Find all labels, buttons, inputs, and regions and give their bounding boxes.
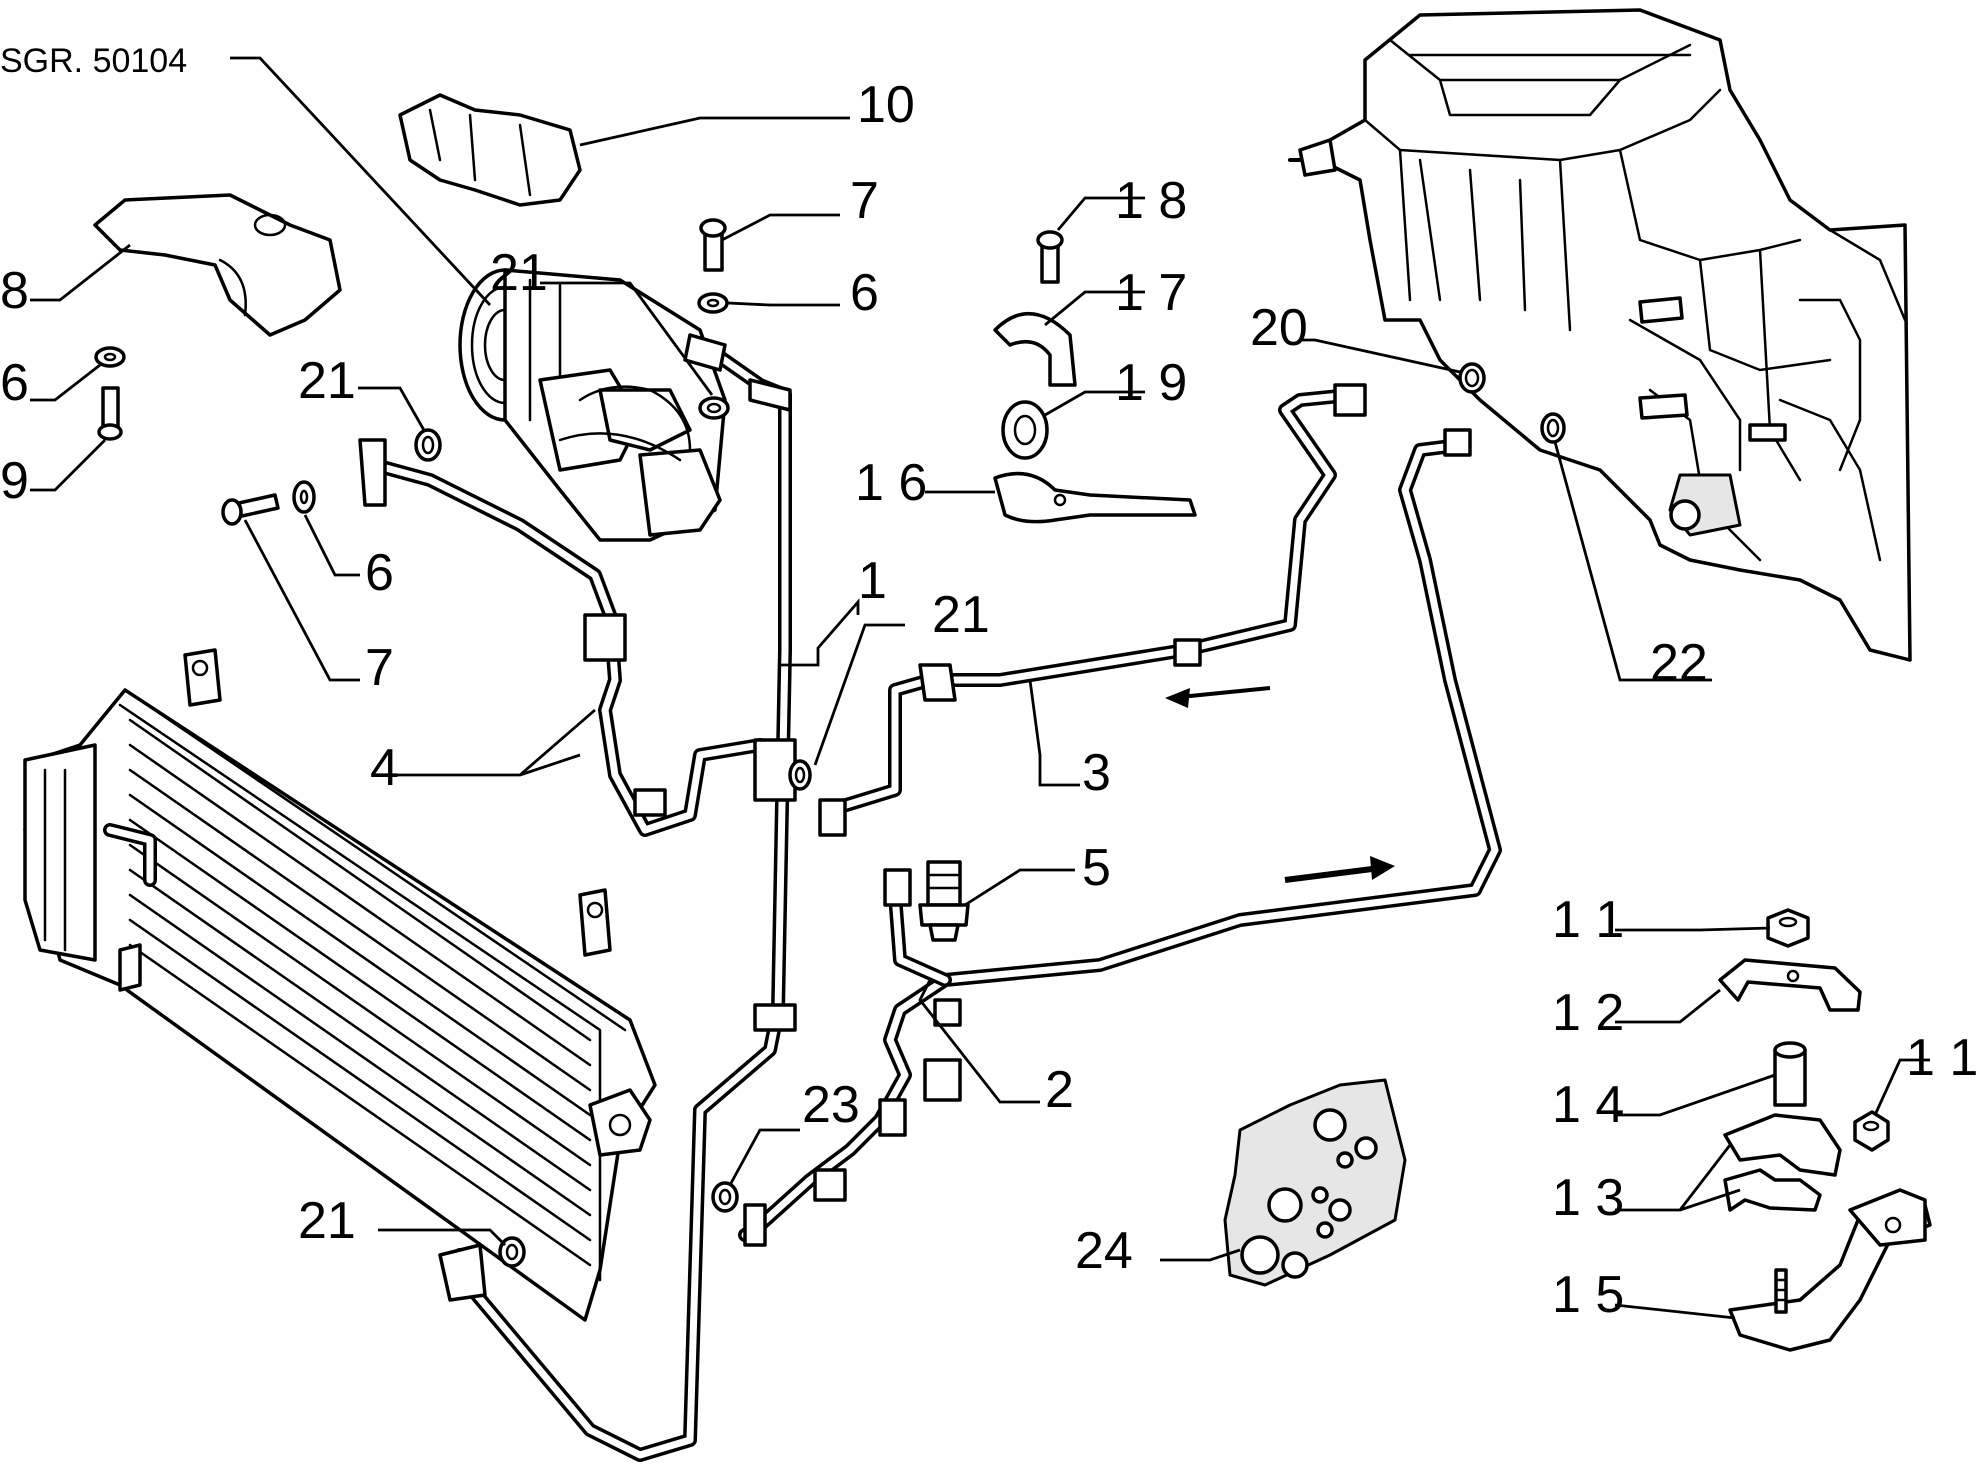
- callout-12: 1 2: [1552, 984, 1624, 1042]
- callout-14: 1 4: [1552, 1076, 1624, 1134]
- part-21-oring-b: [414, 428, 442, 462]
- part-6-washer-left: [292, 480, 316, 514]
- callout-24: 24: [1075, 1222, 1133, 1280]
- callout-3: 3: [1082, 744, 1111, 802]
- part-21-oring-c: [788, 759, 812, 791]
- callout-23: 23: [802, 1076, 860, 1134]
- callout-13: 1 3: [1552, 1169, 1624, 1227]
- part-11-nut-right: [1853, 1110, 1890, 1152]
- flow-arrows: [1165, 686, 1395, 883]
- part-8-bracket: [93, 193, 342, 337]
- pipe-fittings: [358, 333, 1472, 1302]
- callout-2: 2: [1045, 1061, 1074, 1119]
- callout-10: 10: [857, 76, 915, 134]
- callout-labels: SGR. 50104 10 7 6 21 8 6 9 21 6 7 4 1 21…: [0, 42, 1978, 1324]
- part-18-bolt: [1036, 230, 1064, 284]
- part-7-bolt-top: [699, 218, 727, 272]
- part-20-oring: [1458, 362, 1486, 394]
- part-15-support-bracket: [1728, 1188, 1932, 1352]
- part-12-clamp-plate: [1718, 958, 1862, 1012]
- callout-17: 1 7: [1115, 264, 1187, 322]
- part-19-grommet: [1001, 400, 1049, 460]
- callout-19: 1 9: [1115, 354, 1187, 412]
- callout-7-top: 7: [850, 172, 879, 230]
- callout-21-mid: 21: [932, 586, 990, 644]
- compressor: [458, 268, 727, 542]
- callout-21-bottom: 21: [298, 1192, 356, 1250]
- part-9-bolt: [97, 386, 123, 441]
- pipes: [368, 343, 1502, 1462]
- part-22-oring: [1540, 412, 1566, 444]
- part-7-bolt-left: [221, 493, 280, 526]
- part-17-clamp: [993, 312, 1077, 387]
- part-6-washer-top: [697, 292, 729, 314]
- callout-6-mid: 6: [365, 544, 394, 602]
- callout-18: 1 8: [1115, 172, 1187, 230]
- reference-code: SGR. 50104: [0, 42, 187, 80]
- evaporator-heater-unit: [1288, 8, 1912, 662]
- part-6-washer: [94, 346, 126, 368]
- callout-21-compressor: 21: [490, 244, 548, 302]
- part-13-bushings: [1723, 1113, 1842, 1212]
- part-16-bracket: [993, 471, 1197, 524]
- leader-lines: [30, 56, 1930, 1320]
- callout-22: 22: [1650, 634, 1708, 692]
- part-21-oring-a: [698, 396, 730, 420]
- part-14-spacer: [1773, 1041, 1807, 1107]
- callout-9: 9: [0, 452, 29, 510]
- part-5-pressure-switch: [918, 860, 970, 942]
- callout-5: 5: [1082, 839, 1111, 897]
- part-23-oring: [711, 1181, 739, 1213]
- callout-6-top: 6: [850, 264, 879, 322]
- callout-15: 1 5: [1552, 1266, 1624, 1324]
- part-10-bracket: [398, 93, 582, 207]
- condenser: [23, 648, 657, 1322]
- callout-1: 1: [858, 552, 887, 610]
- callout-21-left: 21: [298, 352, 356, 410]
- callout-4: 4: [370, 739, 399, 797]
- callout-7-left: 7: [365, 639, 394, 697]
- callout-6-left: 6: [0, 354, 29, 412]
- part-11-nut-top: [1766, 908, 1810, 948]
- part-21-oring-d: [498, 1236, 526, 1268]
- callout-11-right: 1 1: [1906, 1029, 1978, 1087]
- callout-8: 8: [0, 262, 29, 320]
- callout-20: 20: [1250, 299, 1308, 357]
- callout-16: 1 6: [855, 454, 927, 512]
- part-24-seal-kit: [1223, 1078, 1407, 1287]
- callout-11-top: 1 1: [1552, 891, 1624, 949]
